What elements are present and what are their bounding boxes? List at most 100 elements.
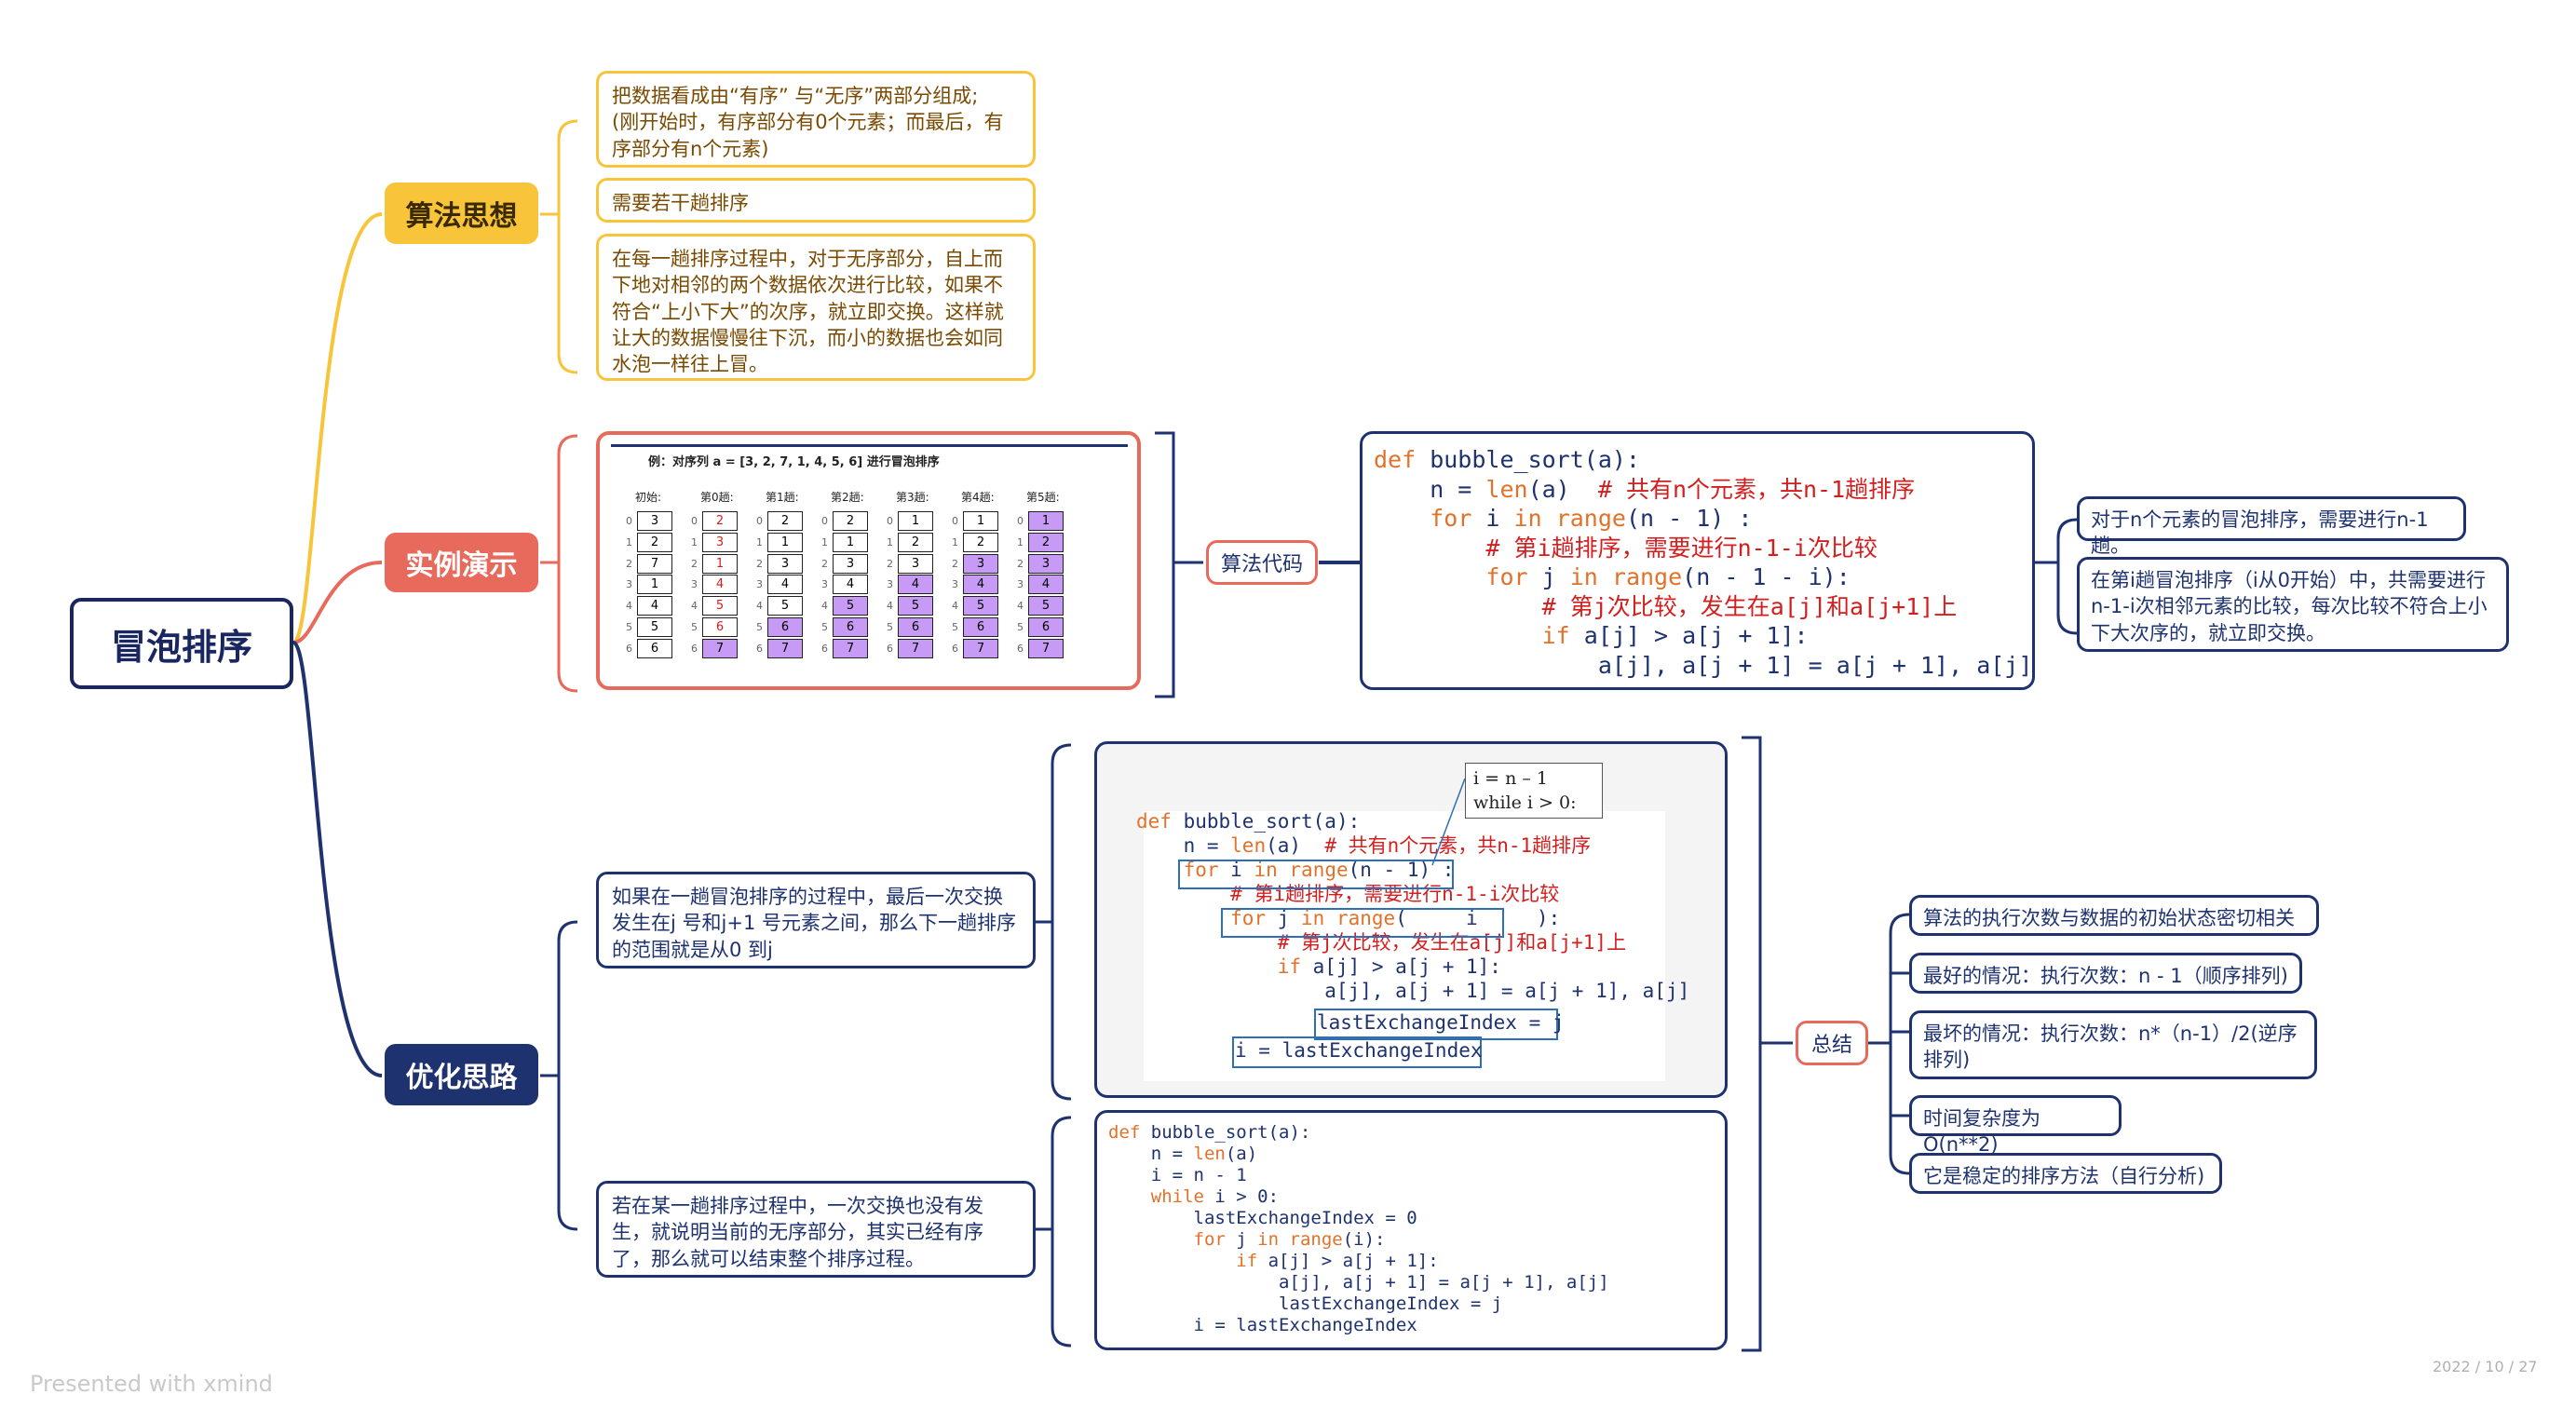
array-cell: 3	[833, 553, 868, 574]
demo-note-1[interactable]: 对于n个元素的冒泡排序，需要进行n-1趟。	[2077, 496, 2466, 557]
highlight-for-j	[1221, 908, 1504, 938]
array-cell: 6	[702, 617, 738, 637]
row-index: 2	[756, 557, 763, 570]
tip-pointer	[1431, 778, 1466, 866]
array-cell: 4	[898, 575, 933, 595]
row-index: 6	[691, 642, 698, 655]
code-line: # 第j次比较，发生在a[j]和a[j+1]上	[1541, 592, 1958, 620]
row-index: 5	[821, 621, 828, 633]
example-title: 例：对序列 a = [3, 2, 7, 1, 4, 5, 6] 进行冒泡排序	[648, 455, 940, 469]
code-line: a[j], a[j + 1] = a[j + 1], a[j]	[1108, 1272, 1609, 1293]
row-index: 1	[1017, 535, 1024, 548]
row-index: 0	[821, 515, 828, 527]
array-cell: 1	[898, 511, 933, 531]
row-index: 4	[887, 600, 893, 613]
array-cell: 7	[833, 638, 868, 658]
array-cell: 6	[963, 617, 998, 637]
array-cell: 4	[637, 596, 672, 616]
array-cell: 1	[1028, 511, 1064, 531]
root-label: 冒泡排序	[110, 626, 252, 668]
opt-note-1[interactable]: 如果在一趟冒泡排序的过程中，最后一次交换发生在j 号和j+1 号元素之间，那么下…	[596, 872, 1036, 968]
code-label-node[interactable]: 算法代码	[1206, 540, 1318, 585]
array-cell: 5	[767, 596, 803, 616]
array-cell: 1	[767, 532, 803, 552]
code-line: i = n - 1	[1108, 1165, 1247, 1185]
summary-item-3[interactable]: 最坏的情况：执行次数：n*（n-1）/2(逆序排列)	[1909, 1010, 2317, 1079]
array-cell: 5	[702, 596, 738, 616]
summary-item-4[interactable]: 时间复杂度为O(n**2)	[1909, 1095, 2122, 1156]
array-cell: 7	[767, 638, 803, 658]
opt-b-code-lines: def bubble_sort(a): n = len(a) i = n - 1…	[1108, 1122, 1609, 1336]
row-index: 0	[756, 515, 763, 527]
array-cell: 4	[963, 575, 998, 595]
opt-code-block-b[interactable]: def bubble_sort(a): n = len(a) i = n - 1…	[1094, 1110, 1728, 1350]
row-index: 6	[626, 642, 632, 655]
code-line: n = len(a) # 共有n个元素，共n-1趟排序	[1136, 834, 1592, 857]
demo-note-2[interactable]: 在第i趟冒泡排序（i从0开始）中，共需要进行n-1-i次相邻元素的比较，每次比较…	[2077, 557, 2509, 652]
row-index: 1	[952, 535, 958, 548]
row-index: 2	[821, 557, 828, 570]
row-index: 6	[952, 642, 958, 655]
code-line: def bubble_sort(a):	[1136, 810, 1361, 833]
array-cell: 4	[702, 575, 738, 595]
code-line: lastExchangeIndex = 0	[1108, 1208, 1417, 1228]
summary-item-1[interactable]: 算法的执行次数与数据的初始状态密切相关	[1909, 895, 2319, 936]
row-index: 5	[952, 621, 958, 633]
pass-column-header: 第0趟:	[700, 491, 734, 504]
row-index: 1	[691, 535, 698, 548]
idea-note-3[interactable]: 在每一趟排序过程中，对于无序部分，自上而下地对相邻的两个数据依次进行比较，如果不…	[596, 234, 1036, 381]
example-rule	[611, 444, 1128, 447]
summary-node[interactable]: 总结	[1796, 1021, 1868, 1065]
array-cell: 3	[1028, 553, 1064, 574]
row-index: 5	[691, 621, 698, 633]
branch-demo[interactable]: 实例演示	[385, 533, 538, 592]
branch-opt[interactable]: 优化思路	[385, 1044, 538, 1105]
footer-date: 2022 / 10 / 27	[2433, 1358, 2538, 1375]
array-cell: 3	[702, 532, 738, 552]
array-cell: 6	[898, 617, 933, 637]
row-index: 0	[952, 515, 958, 527]
row-index: 1	[821, 535, 828, 548]
array-cell: 7	[702, 638, 738, 658]
array-cell: 3	[963, 553, 998, 574]
branch-idea[interactable]: 算法思想	[385, 183, 538, 244]
array-cell: 2	[702, 511, 738, 531]
row-index: 2	[626, 557, 632, 570]
tooltip-line-2: while i > 0:	[1473, 792, 1577, 813]
code-line: for j in range(n - 1 - i):	[1485, 563, 1851, 590]
idea-note-2[interactable]: 需要若干趟排序	[596, 178, 1036, 223]
array-cell: 1	[702, 553, 738, 574]
array-cell: 6	[833, 617, 868, 637]
summary-item-2[interactable]: 最好的情况：执行次数：n - 1（顺序排列)	[1909, 953, 2302, 994]
array-cell: 4	[1028, 575, 1064, 595]
pass-column-header: 第2趟:	[831, 491, 864, 504]
row-index: 4	[691, 600, 698, 613]
summary-item-5[interactable]: 它是稳定的排序方法（自行分析)	[1909, 1153, 2222, 1194]
row-index: 3	[626, 578, 632, 591]
row-index: 0	[626, 515, 632, 527]
code-line: if a[j] > a[j + 1]:	[1277, 955, 1501, 978]
row-index: 3	[1017, 578, 1024, 591]
idea-note-1[interactable]: 把数据看成由“有序” 与“无序”两部分组成; (刚开始时，有序部分有0个元素；而…	[596, 71, 1036, 168]
array-cell: 7	[1028, 638, 1064, 658]
root-node[interactable]: 冒泡排序	[70, 598, 293, 689]
code-line: def bubble_sort(a):	[1108, 1122, 1311, 1143]
row-index: 5	[756, 621, 763, 633]
row-index: 0	[1017, 515, 1024, 527]
tooltip-box: i = n – 1 while i > 0:	[1465, 763, 1603, 819]
code-line: if a[j] > a[j + 1]:	[1541, 622, 1809, 649]
row-index: 5	[1017, 621, 1024, 633]
array-cell: 5	[898, 596, 933, 616]
row-index: 3	[952, 578, 958, 591]
array-cell: 1	[963, 511, 998, 531]
opt-note-2[interactable]: 若在某一趟排序过程中，一次交换也没有发生，就说明当前的无序部分，其实已经有序了，…	[596, 1181, 1036, 1278]
opt-code-bg	[1144, 811, 1665, 1081]
array-cell: 5	[637, 617, 672, 637]
code-line: a[j], a[j + 1] = a[j + 1], a[j]	[1374, 651, 2033, 679]
branch-idea-label: 算法思想	[405, 200, 518, 233]
main-code-block[interactable]: def bubble_sort(a): n = len(a) # 共有n个元素，…	[1360, 431, 2035, 690]
array-cell: 7	[898, 638, 933, 658]
row-index: 1	[756, 535, 763, 548]
row-index: 1	[887, 535, 893, 548]
row-index: 5	[626, 621, 632, 633]
